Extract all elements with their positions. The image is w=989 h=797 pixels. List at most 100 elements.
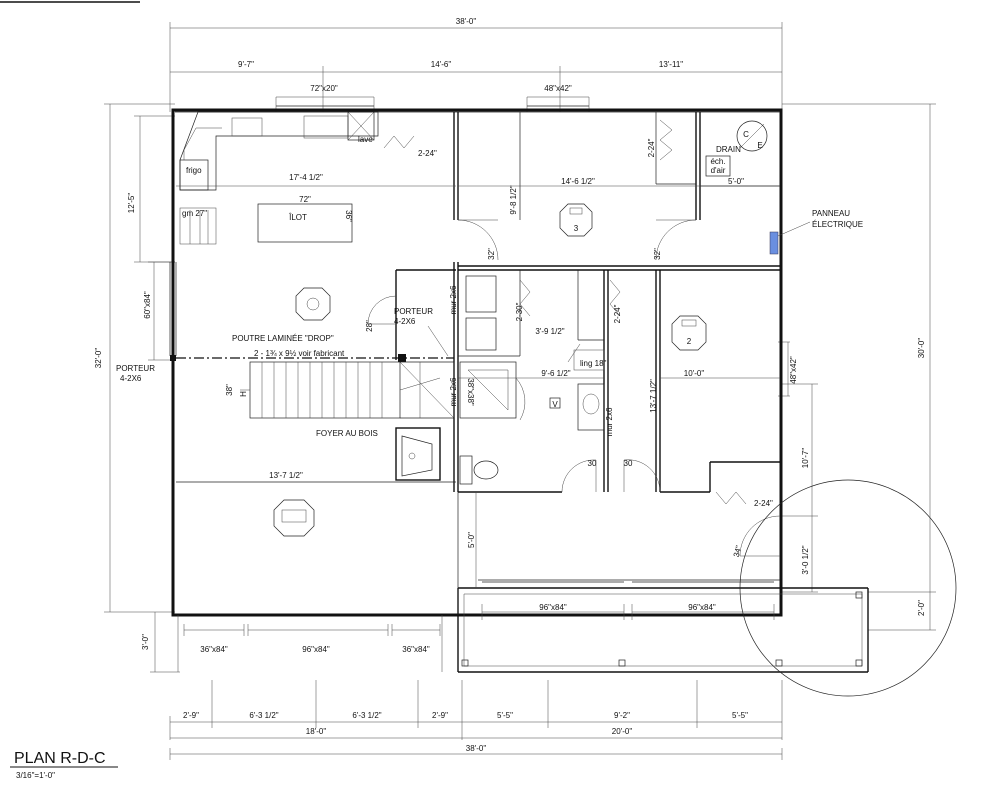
bath-doors-lower (561, 459, 661, 493)
porch (457, 587, 869, 673)
dim-bottom-e: 5'-5" (497, 711, 513, 720)
door-30-b: 30 (624, 459, 633, 468)
bed2-lower-closet (715, 491, 747, 505)
closet-label-e: 2-30" (515, 302, 524, 321)
dim-mid-len: 14'-6 1/2" (561, 177, 595, 186)
dim-bath-len: 9'-6 1/2" (541, 369, 570, 378)
stair-width: 38" (225, 384, 234, 396)
label-linen: ling 18" (580, 359, 607, 368)
bedroom-3-symbol (559, 203, 593, 237)
sink (577, 383, 605, 431)
kitchen-closet (383, 135, 415, 149)
shower (459, 361, 517, 419)
window-left-living (169, 262, 177, 356)
bath-door (515, 377, 526, 421)
plan-title: PLAN R-D-C (14, 750, 106, 767)
window-label-48x42-top: 48"x42" (544, 84, 572, 93)
electrical-panel-icon (769, 231, 779, 255)
porteur-b-1: PORTEUR (394, 307, 433, 316)
window-label-36x84-a: 36"x84" (200, 645, 228, 654)
window-label-60x84: 60"x84" (143, 291, 152, 319)
window-bottom-right (391, 624, 441, 636)
door-30-a: 30 (588, 459, 597, 468)
mur-2x6-c: mur 2x6 (605, 407, 614, 436)
dim-5-0-hall: 5'-0" (467, 532, 476, 548)
mur-2x6-a: mur 2x6 (449, 285, 458, 314)
shower-dim: 38"x38" (466, 378, 475, 406)
kitchen-counter (179, 111, 379, 245)
panel-label-2: ÉLECTRIQUE (812, 220, 863, 229)
closet-label-c: 2-24" (613, 304, 622, 323)
air-exchanger (705, 155, 731, 177)
dim-top-overall: 38'-0" (456, 17, 477, 26)
window-bottom-left (183, 624, 245, 636)
linen-closet (567, 343, 605, 371)
island-label: ÎLOT (288, 213, 307, 222)
dim-bottom-left-total: 18'-0" (306, 727, 327, 736)
door-swings-top (457, 219, 697, 261)
bedroom-3-number: 3 (574, 224, 579, 233)
porteur-a-2: 4-2X6 (120, 374, 142, 383)
dim-bottom-c: 6'-3 1/2" (352, 711, 381, 720)
porteur-a-1: PORTEUR (116, 364, 155, 373)
dim-top-a: 9'-7" (238, 60, 254, 69)
label-ech: éch. (710, 157, 725, 166)
dim-bottom-g: 5'-5" (732, 711, 748, 720)
label-lave: lave (358, 135, 373, 144)
stair-h: H (239, 391, 248, 397)
staircase (240, 361, 455, 419)
bottom-dimensions (169, 680, 783, 760)
dim-bottom-right-total: 20'-0" (612, 727, 633, 736)
closet-label-d: 2-24" (754, 499, 773, 508)
label-v: V (552, 400, 558, 409)
window-label-36x84-b: 36"x84" (402, 645, 430, 654)
window-label-96x84-a: 96"x84" (302, 645, 330, 654)
island-width: 72" (299, 195, 311, 204)
door-34: 34" (732, 544, 744, 558)
living-symbol (273, 499, 315, 537)
dim-kitchen-len: 17'-4 1/2" (289, 173, 323, 182)
window-label-96x84-c: 96"x84" (688, 603, 716, 612)
toilet (459, 455, 499, 485)
dim-top-c: 13'-11" (659, 60, 683, 69)
dim-left-a: 12'-5" (127, 193, 136, 214)
door-32-a: 32" (487, 248, 496, 260)
bedroom-2-symbol (671, 315, 707, 351)
right-dimensions (782, 103, 936, 631)
dim-left-overall: 32'-0" (94, 348, 103, 369)
panel-label-1: PANNEAU (812, 209, 850, 218)
closet-label-b: 2-24" (647, 138, 656, 157)
dim-left-b: 3'-0" (141, 634, 150, 650)
bed2-door (739, 515, 781, 557)
wood-stove (401, 435, 433, 477)
laundry-closet (519, 279, 531, 317)
ce-c: C (743, 130, 749, 139)
panel-leader (777, 221, 811, 237)
interior-walls (176, 112, 780, 615)
window-label-72x20: 72"x20" (310, 84, 338, 93)
patio-doors (481, 581, 775, 620)
front-wall-lower (173, 613, 458, 672)
dim-bottom-d: 2'-9" (432, 711, 448, 720)
dim-drain-5-0: 5'-0" (728, 177, 744, 186)
closet-label-a: 2-24" (418, 149, 437, 158)
dim-right-overall: 30'-0" (917, 338, 926, 359)
porteur-b-post (398, 354, 406, 362)
dim-right-b: 3'-0 1/2" (801, 545, 810, 574)
dim-mid-height: 9'-8 1/2" (509, 185, 518, 214)
label-drain: DRAIN (716, 145, 741, 154)
ce-e: E (757, 141, 762, 150)
dining-symbol (295, 287, 331, 321)
dim-bath-width: 3'-9 1/2" (535, 327, 564, 336)
plan-scale: 3/16"=1'-0" (16, 771, 55, 780)
dim-bottom-overall: 38'-0" (466, 744, 487, 753)
label-gm: gm 27" (182, 209, 207, 218)
dim-top-b: 14'-6" (431, 60, 452, 69)
ce-symbol (736, 120, 768, 152)
mur-2x6-b: mur 2x6 (449, 377, 458, 406)
dim-living-len: 13'-7 1/2" (269, 471, 303, 480)
dim-right-c: 2'-0" (917, 600, 926, 616)
vanity-box (549, 397, 561, 409)
dim-bottom-f: 9'-2" (614, 711, 630, 720)
window-bottom-center (247, 624, 389, 636)
